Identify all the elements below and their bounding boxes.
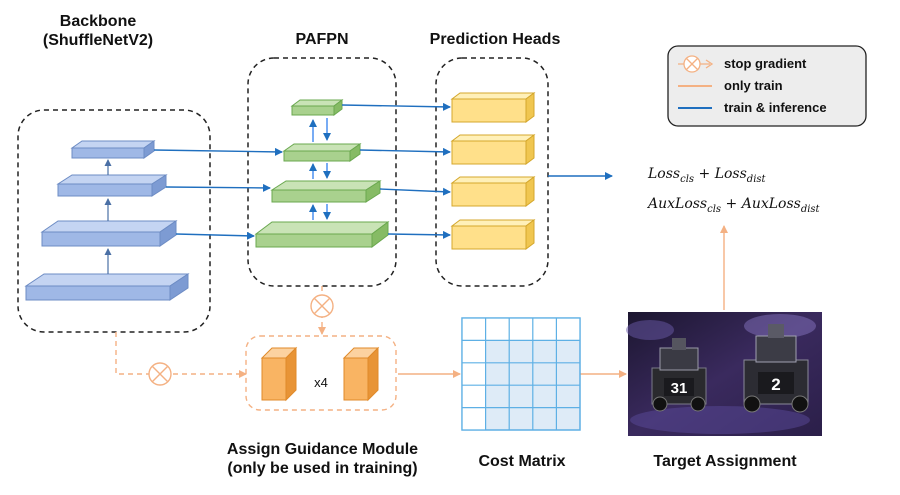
legend-train-inference-label: train & inference	[724, 100, 827, 115]
agm-block-left	[260, 346, 298, 402]
head-2	[450, 134, 536, 165]
head-3	[450, 176, 536, 207]
pafpn-label: PAFPN	[295, 31, 349, 48]
cost-matrix-label: Cost Matrix	[478, 453, 566, 470]
backbone-layer-1	[70, 140, 156, 159]
legend-only-train-label: only train	[724, 78, 783, 93]
pafpn-layer-4	[254, 221, 390, 248]
backbone-layer-3	[40, 220, 178, 247]
robot-number-right: 2	[771, 375, 780, 394]
agm-subtitle: (only be used in training)	[227, 460, 418, 477]
pafpn-layers	[254, 99, 390, 248]
aux-loss-term: AuxLoss	[741, 196, 801, 212]
agm-box	[245, 335, 397, 411]
backbone-layer-2	[56, 174, 168, 197]
legend	[667, 45, 867, 127]
target-assignment-image: 31 2	[626, 312, 822, 436]
plus-sign: +	[694, 166, 715, 182]
agm-blocks	[260, 346, 380, 402]
agm-repeat-label: x4	[314, 375, 328, 390]
backbone-box	[17, 109, 211, 333]
loss-sub-cls: cls	[680, 173, 695, 185]
prediction-heads-box	[435, 57, 549, 287]
loss-term: Loss	[648, 166, 681, 182]
robot-number-left: 31	[671, 380, 688, 397]
agm-title: Assign Guidance Module	[226, 441, 419, 458]
pafpn-layer-1	[290, 99, 344, 116]
prediction-heads	[450, 92, 536, 250]
train-inference-arrows	[153, 102, 613, 240]
only-train-arrows	[115, 225, 728, 378]
pafpn-layer-2	[282, 143, 362, 162]
legend-stop-gradient-icon	[678, 55, 714, 73]
loss-formula-aux: AuxLosscls + AuxLossdist	[648, 196, 820, 215]
loss-formula-main: Losscls + Lossdist	[648, 166, 766, 185]
backbone-layer-4	[24, 273, 190, 301]
legend-stop-gradient-label: stop gradient	[724, 56, 807, 71]
head-1	[450, 92, 536, 123]
agm-block-right	[342, 346, 380, 402]
aux-loss-sub-cls: cls	[707, 203, 722, 215]
robot-right	[743, 324, 809, 413]
backbone-layers	[24, 140, 190, 301]
backbone-label: Backbone (ShuffleNetV2)	[28, 12, 168, 50]
prediction-heads-label: Prediction Heads	[429, 31, 561, 48]
backbone-subtitle: (ShuffleNetV2)	[42, 32, 154, 49]
stop-gradient-icon	[148, 362, 172, 386]
pafpn-internal-arrows	[309, 118, 331, 220]
cost-matrix	[461, 317, 581, 431]
robot-left	[651, 338, 707, 412]
agm-label: Assign Guidance Module (only be used in …	[195, 440, 450, 478]
loss-term: Loss	[714, 166, 747, 182]
target-assignment-label: Target Assignment	[653, 453, 797, 470]
pafpn-layer-3	[270, 180, 382, 203]
backbone-title: Backbone	[59, 13, 137, 30]
head-4	[450, 219, 536, 250]
pafpn-box	[247, 57, 397, 287]
plus-sign: +	[721, 196, 742, 212]
stop-gradient-icon	[310, 294, 334, 318]
loss-sub-dist: dist	[746, 173, 766, 185]
aux-loss-sub-dist: dist	[800, 203, 820, 215]
aux-loss-term: AuxLoss	[648, 196, 708, 212]
